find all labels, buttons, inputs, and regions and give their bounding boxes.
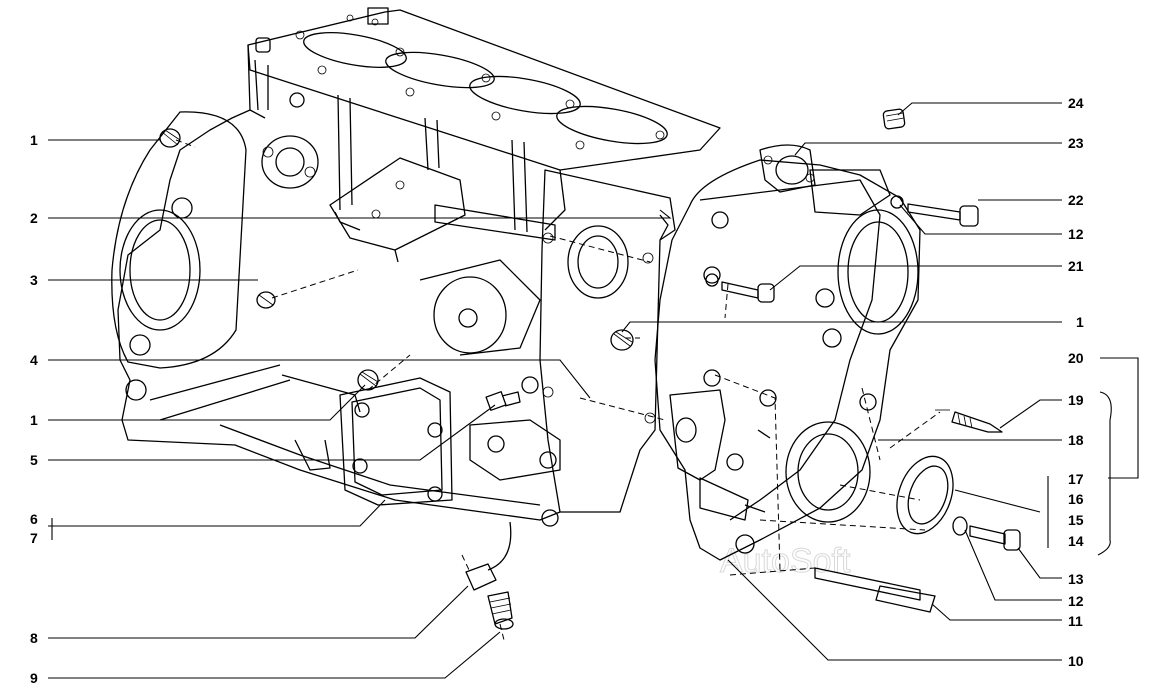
pin-19 — [951, 411, 1003, 433]
bolt-13 — [952, 516, 1021, 551]
left-callouts: 1 2 3 4 1 5 6 7 8 9 — [30, 132, 38, 686]
callout-label: 10 — [1068, 653, 1084, 669]
right-callouts: 24 23 22 12 21 1 20 19 18 17 16 15 14 13… — [1068, 95, 1084, 669]
callout-label: 12 — [1068, 226, 1084, 242]
callout-label: 6 — [30, 511, 38, 527]
leader-lines — [48, 102, 1139, 679]
callout-label: 22 — [1068, 192, 1084, 208]
callout-label: 1 — [1076, 314, 1084, 330]
callout-label: 14 — [1068, 533, 1084, 549]
callout-label: 24 — [1068, 95, 1084, 111]
bolt-22 — [890, 195, 979, 227]
callout-label: 7 — [30, 530, 38, 546]
callout-label: 13 — [1068, 571, 1084, 587]
plug-1-upper — [159, 128, 181, 148]
plug-3 — [256, 291, 276, 309]
callout-label: 21 — [1068, 258, 1084, 274]
callout-label: 23 — [1068, 135, 1084, 151]
cylinder-block — [111, 7, 921, 561]
callout-label: 5 — [30, 452, 38, 468]
callout-label: 12 — [1068, 593, 1084, 609]
sensor-8-9 — [465, 521, 514, 630]
callout-label: 4 — [30, 352, 38, 368]
callout-label: 11 — [1068, 613, 1083, 629]
callout-label: 20 — [1068, 350, 1084, 366]
callout-label: 19 — [1068, 392, 1084, 408]
oil-seal-14-17 — [896, 455, 954, 535]
callout-label: 15 — [1068, 512, 1084, 528]
plug-1-middle — [357, 369, 379, 391]
assembly-lines — [175, 139, 941, 641]
watermark: AutoSoft — [720, 542, 851, 580]
bolt-21 — [705, 273, 775, 303]
callout-label: 1 — [30, 412, 38, 428]
plug-1-right — [610, 329, 634, 351]
stud-11 — [814, 567, 936, 613]
callout-label: 16 — [1068, 491, 1084, 507]
callout-label: 8 — [30, 630, 38, 646]
callout-label: 2 — [30, 210, 38, 226]
callout-label: 3 — [30, 272, 38, 288]
bolt-5 — [485, 391, 521, 411]
callout-label: 1 — [30, 132, 38, 148]
callout-label: 17 — [1068, 471, 1084, 487]
callout-label: 18 — [1068, 432, 1084, 448]
callout-label: 9 — [30, 670, 38, 686]
